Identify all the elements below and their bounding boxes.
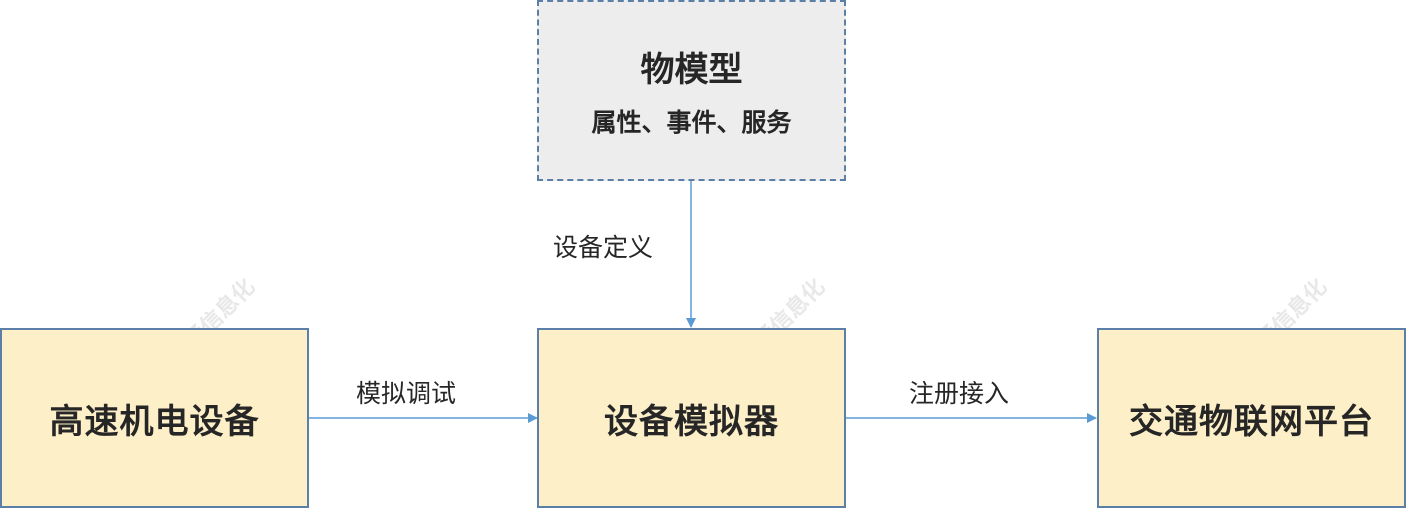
iot-platform-node: 交通物联网平台 bbox=[1097, 328, 1406, 508]
highway-equipment-node: 高速机电设备 bbox=[0, 328, 309, 508]
edge-label-device-definition: 设备定义 bbox=[553, 233, 654, 262]
edge-label-register-access: 注册接入 bbox=[909, 379, 1010, 408]
iot-platform-title: 交通物联网平台 bbox=[1129, 401, 1374, 442]
device-simulator-title: 设备模拟器 bbox=[604, 401, 779, 442]
thing-model-node: 物模型 属性、事件、服务 bbox=[537, 0, 846, 181]
device-simulator-node: 设备模拟器 bbox=[537, 328, 846, 508]
thing-model-subtitle: 属性、事件、服务 bbox=[591, 108, 792, 137]
edge-label-simulation-debug: 模拟调试 bbox=[356, 379, 457, 408]
highway-equipment-title: 高速机电设备 bbox=[49, 401, 260, 442]
thing-model-title: 物模型 bbox=[640, 50, 743, 90]
